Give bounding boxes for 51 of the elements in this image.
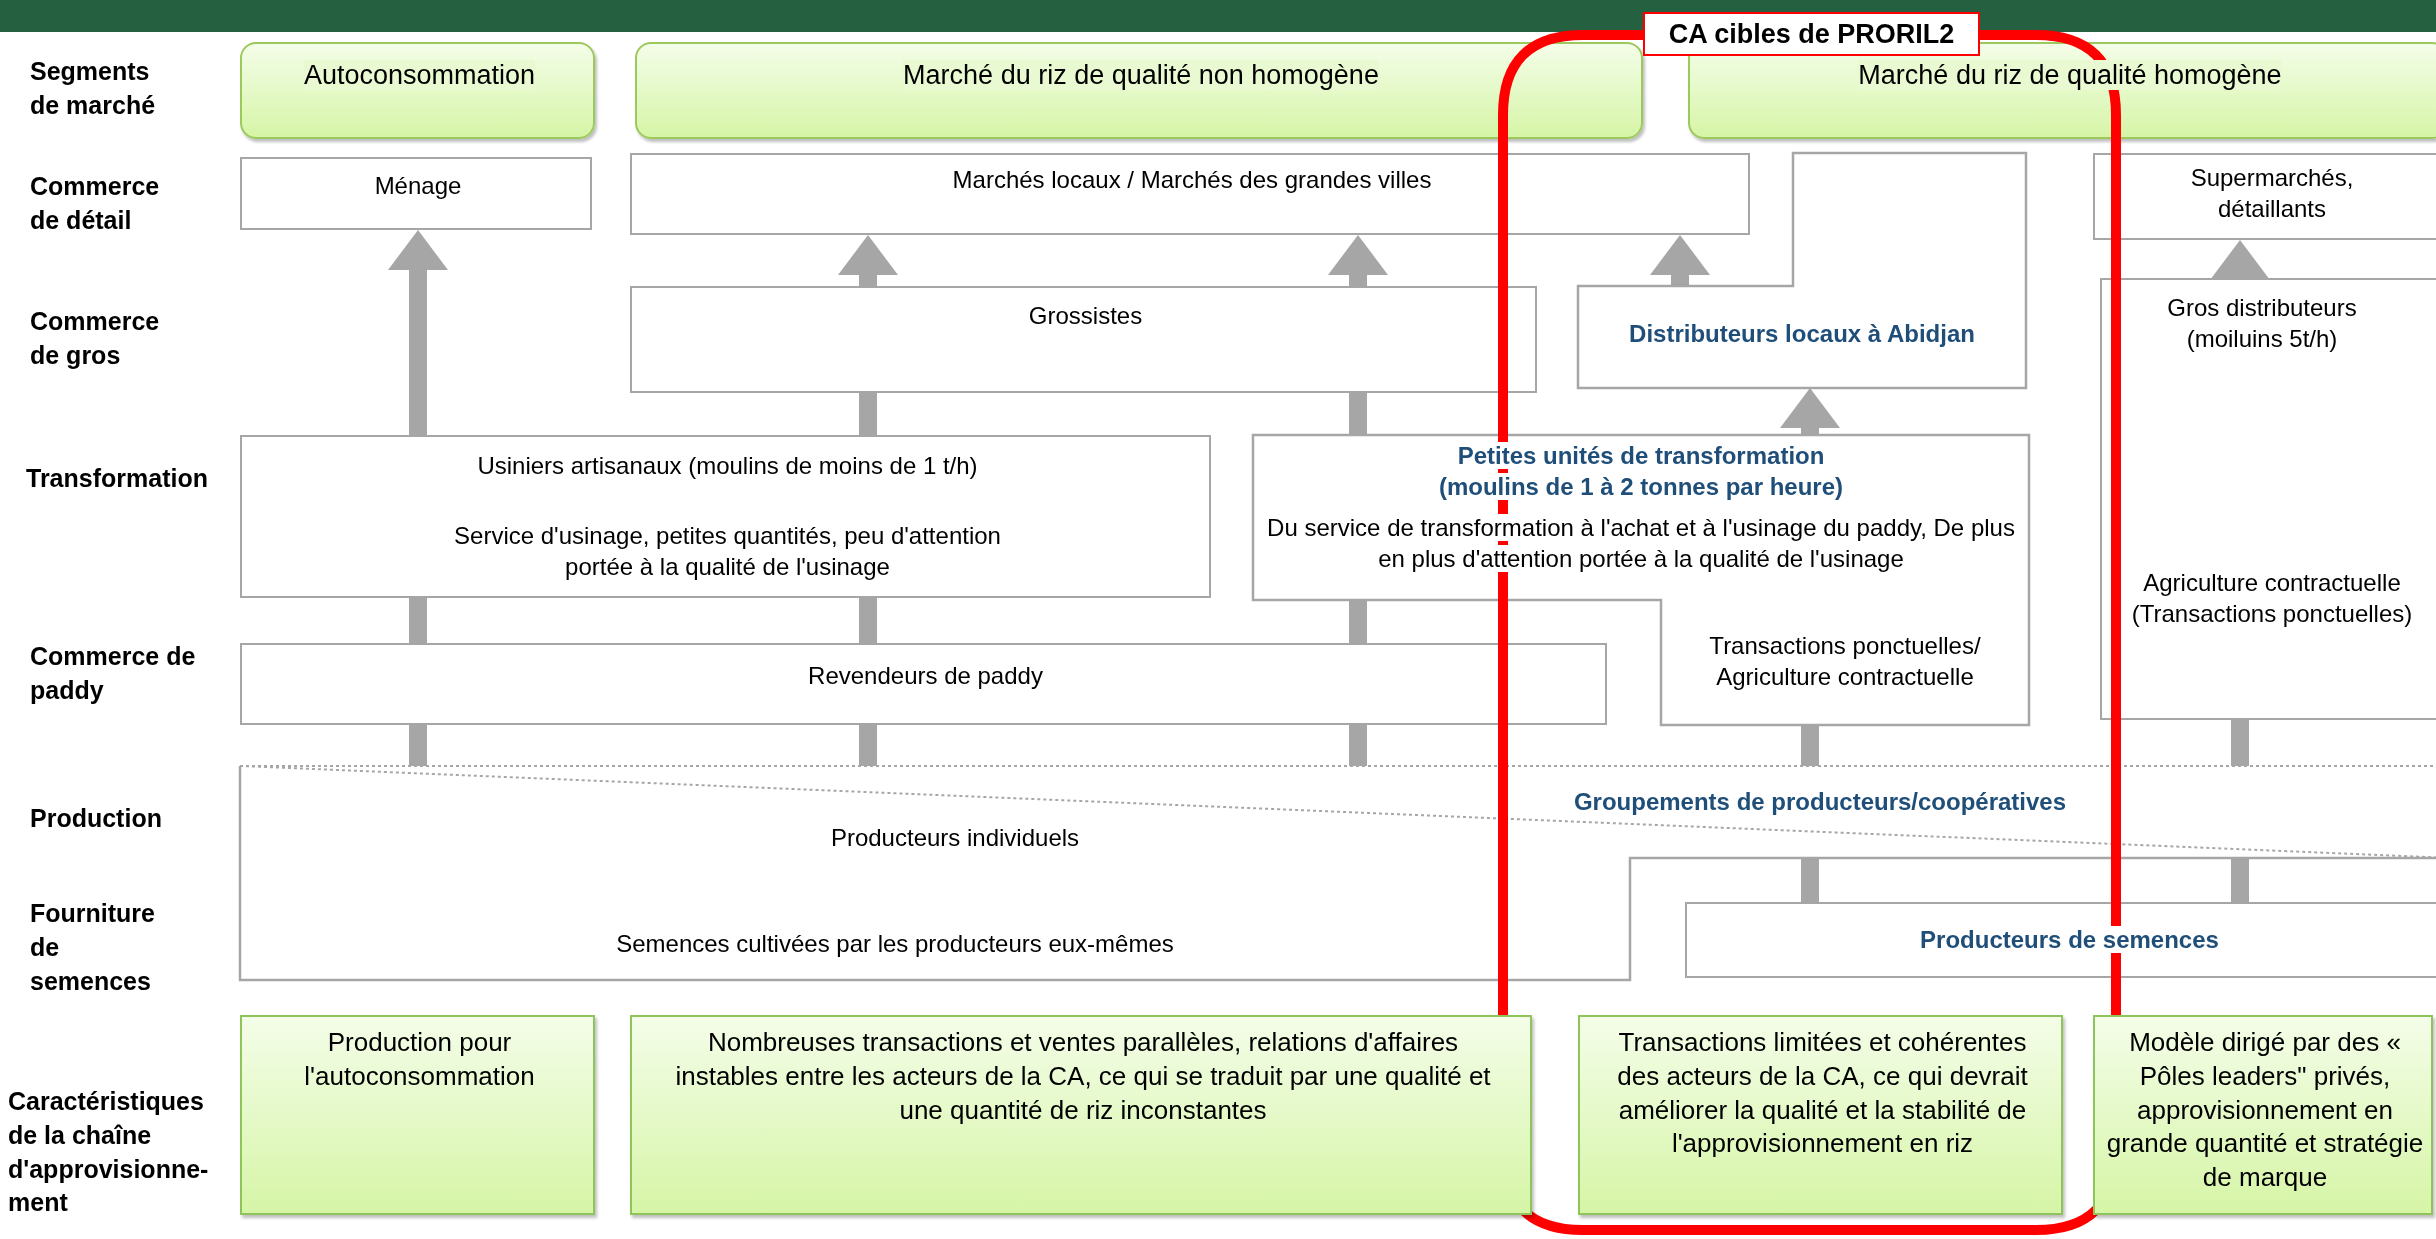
box-text: Marché du riz de qualité homogène	[1857, 59, 2283, 92]
feature-box	[2093, 1015, 2433, 1215]
segment-box	[240, 42, 595, 139]
flow-arrow	[1780, 388, 1840, 435]
flow-arrow	[388, 230, 448, 435]
connector-bar	[1801, 858, 1819, 902]
row-label: Transformation	[26, 463, 209, 494]
row-label: Segments de marché	[30, 56, 157, 121]
actor-box	[240, 435, 1211, 598]
box-text: Modèle dirigé par des « Pôles leaders" privés, approvisionnement en grande quantité et stratégie de marque	[2105, 1026, 2425, 1195]
row-label: CA cibles de PRORIL2	[1643, 12, 1980, 56]
row-label: Production	[30, 803, 163, 834]
flow-arrow	[1328, 235, 1388, 286]
segment-box	[1688, 42, 2436, 139]
actor-box	[630, 286, 1537, 393]
connector-bar	[409, 598, 427, 643]
feature-box	[1578, 1015, 2063, 1215]
actor-box	[1685, 902, 2436, 978]
connector-bar	[2231, 858, 2249, 902]
segment-box	[635, 42, 1643, 139]
actor-box	[2093, 153, 2436, 240]
connector-bar	[859, 393, 877, 435]
actor-box	[630, 153, 1750, 235]
row-label: Commerce de gros	[30, 306, 161, 371]
box-text: Nombreuses transactions et ventes parallèles, relations d'affaires instables entre les acteurs de la CA, ce qui se traduit par une qualité et une quantité de riz inconstantes	[674, 1026, 1492, 1127]
flow-arrow	[2210, 240, 2270, 280]
feature-box	[630, 1015, 1532, 1215]
actor-box	[2100, 278, 2436, 720]
row-label: Commerce de détail	[30, 171, 161, 236]
box-text: Marché du riz de qualité non homogène	[902, 59, 1380, 92]
connector-bar	[2231, 720, 2249, 766]
row-label: Fourniture de semences	[30, 898, 156, 997]
connector-bar	[1801, 725, 1819, 766]
actor-box	[240, 643, 1607, 725]
row-label: Caractéristiques de la chaîne d'approvisionne- ment	[8, 1086, 210, 1219]
connector-bar	[859, 725, 877, 766]
connector-bar	[859, 598, 877, 643]
flow-arrow	[838, 235, 898, 286]
actor-box	[1578, 153, 2026, 388]
box-heading: Producteurs de semences	[1919, 925, 2220, 955]
feature-box	[240, 1015, 595, 1215]
connector-bar	[409, 725, 427, 766]
row-label: Commerce de paddy	[30, 641, 197, 706]
box-text: Transactions limitées et cohérentes des acteurs de la CA, ce qui devrait améliorer la qualité et la stabilité de l'approvisionnement en riz	[1616, 1026, 2029, 1161]
actor-box	[240, 157, 592, 230]
box-text: Autoconsommation	[302, 59, 537, 92]
connector-bar	[1349, 600, 1367, 643]
flow-arrow	[1650, 235, 1710, 286]
connector-bar	[1349, 393, 1367, 435]
box-text: Production pour l'autoconsommation	[303, 1026, 536, 1093]
connector-bar	[1349, 725, 1367, 766]
